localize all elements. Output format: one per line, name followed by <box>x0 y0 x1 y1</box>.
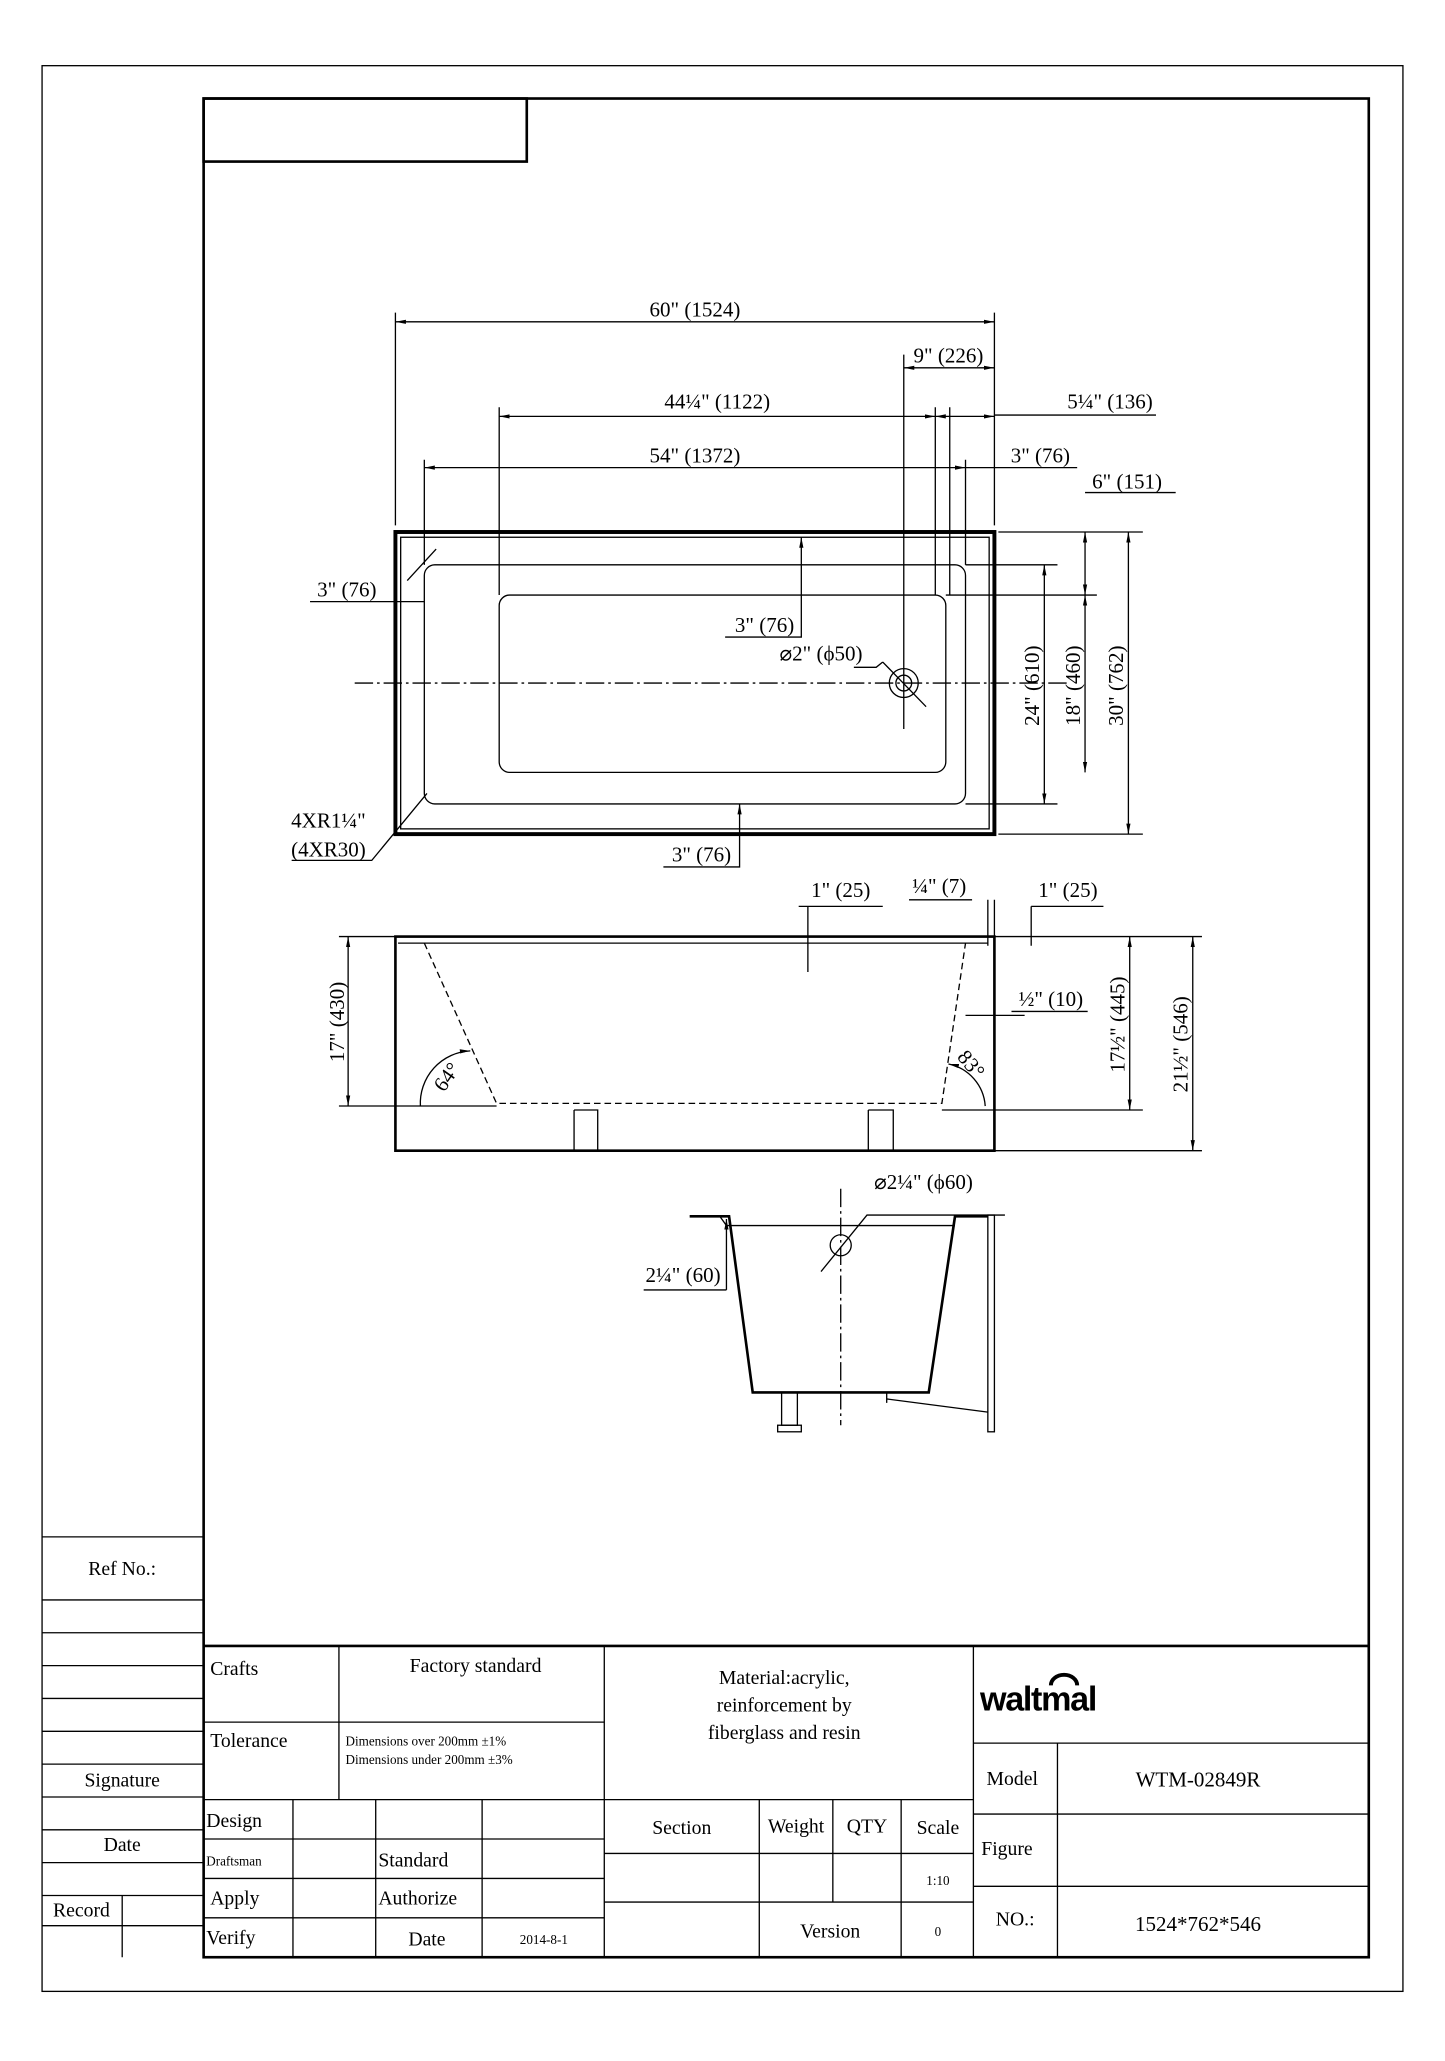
dim-basin-length: 54" (1372) <box>650 443 741 467</box>
dim-basin-end-gap: 3" (76) <box>1011 443 1070 467</box>
dim-overall-length: 60" (1524) <box>650 298 741 322</box>
ref-column: Ref No.: Signature Date Record <box>42 1536 204 1958</box>
dim-drain-diameter: ⌀2" (ϕ50) <box>780 642 863 666</box>
dim-bottom-width: 18" (460) <box>1061 646 1085 726</box>
dim-overall-width: 30" (762) <box>1104 646 1128 726</box>
weight-label: Weight <box>768 1815 825 1837</box>
qty-label: QTY <box>847 1815 887 1837</box>
ref-no-label: Ref No.: <box>88 1558 156 1580</box>
dim-drain-offset: 9" (226) <box>914 344 984 368</box>
end-view: ⌀2¼" (ϕ60) 2¼" (60) <box>643 1170 1005 1433</box>
apply-label: Apply <box>210 1888 259 1910</box>
plan-view: 60" (1524) 9" (226) 44¼" (1122) 5¼" (136… <box>291 298 1176 868</box>
dim-lip: ½" (10) <box>1019 987 1084 1011</box>
dim-water-depth: 17½" (445) <box>1105 977 1129 1073</box>
figure-label: Figure <box>981 1838 1033 1860</box>
version-label: Version <box>800 1921 860 1943</box>
date-label: Date <box>104 1834 141 1856</box>
standard-label: Standard <box>378 1850 448 1872</box>
tolerance-label: Tolerance <box>210 1730 288 1752</box>
top-left-box <box>202 97 529 163</box>
dim-basin-width: 24" (610) <box>1020 646 1044 726</box>
dim-overflow-diameter: ⌀2¼" (ϕ60) <box>874 1170 973 1194</box>
authorize-label: Authorize <box>378 1888 457 1910</box>
title-block: Crafts Factory standard Tolerance Dimens… <box>203 1644 1369 1958</box>
dim-bottom-length: 44¼" (1122) <box>664 390 770 414</box>
dim-inner-depth: 17" (430) <box>325 982 349 1062</box>
date-value: 2014-8-1 <box>520 1932 568 1947</box>
scale-label: Scale <box>917 1817 960 1839</box>
inner-frame <box>202 97 1371 1959</box>
dim-corner-radius-in: 4XR1¼" <box>291 809 366 833</box>
dim-overall-height: 21½" (546) <box>1169 996 1193 1092</box>
dim-drain-side-gap: 6" (151) <box>1092 470 1162 494</box>
dim-angle-left: 64° <box>428 1058 465 1096</box>
material-line3: fiberglass and resin <box>708 1722 861 1744</box>
version-value: 0 <box>935 1924 942 1939</box>
model-label: Model <box>987 1768 1039 1790</box>
scale-value: 1:10 <box>926 1873 950 1888</box>
signature-label: Signature <box>84 1769 160 1791</box>
dim-overflow-height: 2¼" (60) <box>646 1263 721 1287</box>
crafts-value: Factory standard <box>410 1655 542 1677</box>
crafts-label: Crafts <box>210 1658 258 1680</box>
dim-rim-bottom: 3" (76) <box>672 843 731 867</box>
no-label: NO.: <box>996 1909 1035 1931</box>
date-label: Date <box>408 1928 445 1950</box>
side-view: 17" (430) 17½" (445) 21½" (546) 1" (25) … <box>325 874 1202 1153</box>
dim-bottom-end-gap: 5¼" (136) <box>1067 390 1153 414</box>
design-label: Design <box>206 1810 262 1832</box>
draftsman-label: Draftsman <box>206 1853 262 1868</box>
no-value: 1524*762*546 <box>1135 1912 1261 1936</box>
waltmal-logo: waltmal <box>979 1680 1096 1718</box>
dim-rim-thickness: 1" (25) <box>811 878 870 902</box>
verify-label: Verify <box>206 1927 255 1949</box>
dim-corner-radius-mm: (4XR30) <box>291 837 366 861</box>
dim-angle-right: 83° <box>952 1045 989 1083</box>
dim-rim-top: 3" (76) <box>735 613 794 637</box>
section-label: Section <box>652 1817 711 1839</box>
tolerance-line1: Dimensions over 200mm ±1% <box>346 1734 507 1749</box>
outer-border <box>41 65 1404 1993</box>
dim-apron-thickness: ¼" (7) <box>912 874 966 898</box>
dim-rim-left: 3" (76) <box>317 577 376 601</box>
material-line1: Material:acrylic, <box>719 1667 850 1689</box>
tolerance-line2: Dimensions under 200mm ±3% <box>346 1752 513 1767</box>
dim-apron-gap: 1" (25) <box>1038 878 1097 902</box>
record-label: Record <box>53 1900 110 1922</box>
material-line2: reinforcement by <box>717 1695 852 1717</box>
model-value: WTM-02849R <box>1136 1767 1261 1791</box>
